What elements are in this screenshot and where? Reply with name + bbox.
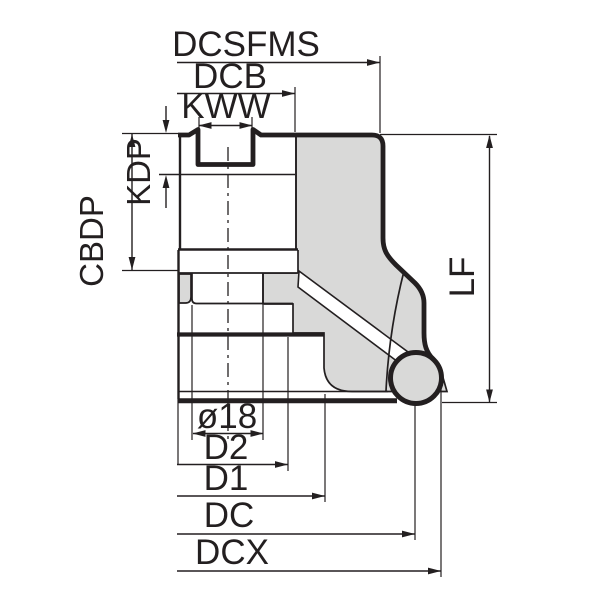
dim-label-cbdp: CBDP: [73, 195, 110, 287]
dcsfms-arrow: [367, 59, 380, 66]
bore-arrow-right: [250, 430, 264, 437]
kdp-arrow-up: [162, 175, 170, 188]
round-insert: [388, 350, 444, 406]
dim-label-dc: DC: [204, 496, 255, 535]
flange-face: [178, 250, 298, 273]
cbdp-arrow-down: [128, 257, 136, 270]
cutter-outline: [178, 127, 440, 367]
lf-arrow-up: [486, 135, 493, 148]
dim-label-kww: KWW: [181, 87, 270, 126]
dim-label-dcsfms: DCSFMS: [172, 25, 320, 64]
lf-arrow-down: [486, 389, 493, 403]
d2-arrow: [275, 461, 288, 468]
dim-label-d2: D2: [204, 428, 249, 467]
dcx-arrow: [428, 567, 441, 575]
kww-arrow-left: [198, 122, 212, 129]
d1-arrow: [312, 492, 325, 500]
cbdp-arrow-up: [128, 134, 136, 147]
kdp-arrow-down: [162, 120, 170, 133]
dim-label-d1: D1: [204, 459, 249, 498]
dim-label-bore: ø18: [197, 397, 257, 436]
bore-recess-outline: [191, 273, 293, 305]
kww-arrow-right: [239, 122, 253, 129]
bore-arrow-left: [192, 430, 206, 437]
dcb-arrow: [282, 90, 295, 97]
dc-arrow: [402, 530, 415, 538]
dim-label-kdp: KDP: [120, 138, 157, 206]
dim-label-lf: LF: [443, 257, 482, 298]
flange-wall-section: [178, 273, 192, 304]
dim-label-dcx: DCX: [195, 533, 269, 572]
dim-label-dcb: DCB: [193, 57, 267, 96]
insert-pocket-line: [385, 270, 405, 392]
